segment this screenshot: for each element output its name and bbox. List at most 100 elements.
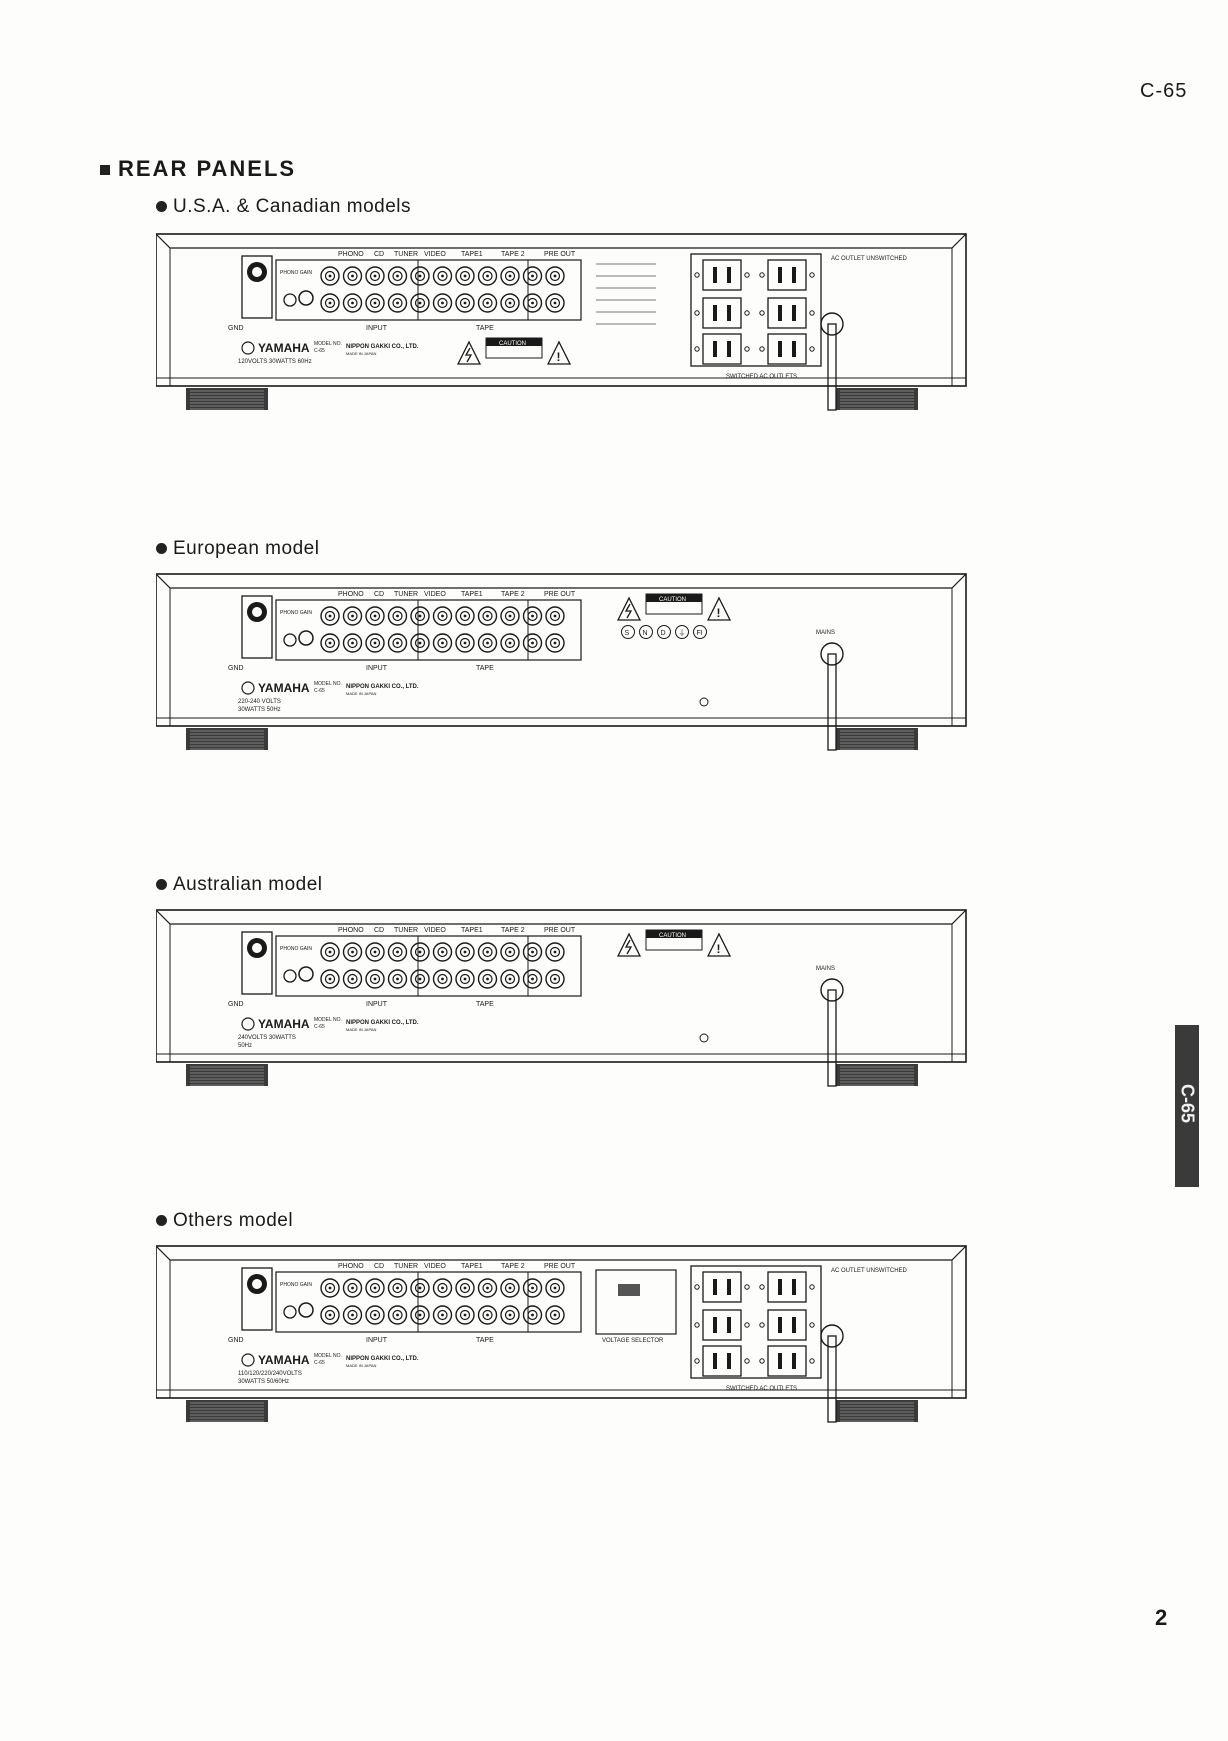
gain-switch-icon [283,969,297,983]
rca-jack-icon [477,633,498,653]
label-cd: CD [374,1263,384,1270]
ac-outlet-icon [759,333,815,365]
rca-jacks [320,266,565,313]
rca-jack-icon [320,293,340,313]
label-tape1: TAPE1 [461,927,483,934]
approval-mark-icon [657,625,671,639]
brand-name: YAMAHA [258,681,310,695]
svg-text:S: S [625,630,630,637]
outlets-frame [690,1265,822,1379]
label-tuner: TUNER [394,591,418,598]
brand-name: YAMAHA [258,1353,310,1367]
warning-triangle-icon: ! [706,596,732,621]
label-cd: CD [374,927,384,934]
model-label: MODEL NO. [314,341,342,347]
voltage-switch-icon [618,1284,640,1296]
approval-mark-icon [675,625,689,639]
chassis-bevel [156,1245,967,1261]
rca-jack-icon [387,633,408,653]
mains-label: MAINS [816,966,835,972]
rca-jack-icon [500,969,520,989]
gnd-label: GND [228,1337,244,1344]
panel-heading-europe: European model [156,538,319,560]
ac-outlet-icon [694,259,750,291]
rca-jack-icon [545,293,565,313]
gnd-label: GND [228,665,244,672]
panel-heading-usa: U.S.A. & Canadian models [156,196,411,218]
rca-jack-icon [410,266,430,286]
yamaha-logo-icon [241,341,255,355]
outlets-frame [690,253,822,367]
rca-jack-icon [387,942,408,962]
rca-jack-icon [522,1278,543,1298]
warning-triangle-icon: ! [706,932,732,957]
power-cord-grommet [820,1324,844,1348]
rca-jack-icon [477,942,498,962]
made-in-label: MADE IN JAPAN [346,691,376,696]
svg-text:FI: FI [697,630,703,637]
foot-right [836,1064,918,1086]
svg-text:!: ! [557,350,561,364]
rca-jack-icon [342,606,363,626]
screw-icon [699,697,709,707]
rca-jack-icon [320,942,340,962]
rca-jack-icon [522,942,543,962]
foot-right [836,728,918,750]
rca-jack-icon [545,266,565,286]
label-tuner: TUNER [394,1263,418,1270]
rca-jack-icon [455,1305,475,1325]
label-video: VIDEO [424,927,446,934]
shock-hazard-icon [456,340,482,365]
jack-block [275,599,582,661]
foot-right [836,388,918,410]
outlet-unswitched-label: AC OUTLET UNSWITCHED [831,1268,908,1274]
model-label: MODEL NO. [314,681,342,687]
screw-icon [699,1033,709,1043]
model-label: MODEL NO. [314,1017,342,1023]
label-video: VIDEO [424,1263,446,1270]
label-input: INPUT [366,665,388,672]
rca-jack-icon [522,293,543,313]
gnd-label: GND [228,1001,244,1008]
shock-hazard-icon [616,932,642,957]
chassis-outline [156,573,967,727]
rca-jack-icon [410,1278,430,1298]
rca-jack-icon [522,633,543,653]
rca-jack-icon [522,606,543,626]
rca-jack-icon [500,266,520,286]
voltage-selector-frame [595,1269,677,1335]
rca-jack-icon [432,1305,453,1325]
rca-jack-icon [365,1305,385,1325]
section-title-text: REAR PANELS [118,156,297,181]
bullet-dot-icon [156,1215,167,1227]
yamaha-logo-icon [241,1353,255,1367]
power-cord [827,989,837,1087]
rca-jack-icon [365,293,385,313]
bullet-dot-icon [156,879,167,891]
power-cord [827,1335,837,1423]
label-tape: TAPE [476,1337,494,1344]
maker-name: NIPPON GAKKI CO., LTD. [346,1020,419,1026]
rca-jack-icon [365,266,385,286]
label-input: INPUT [366,1337,388,1344]
outlets-label: SWITCHED AC OUTLETS [726,1386,797,1392]
brand-name: YAMAHA [258,1017,310,1031]
label-phono-gain: PHONO GAIN [280,1282,312,1288]
power-cord [827,323,837,411]
label-tape2: TAPE 2 [501,251,525,258]
rca-jack-icon [545,1305,565,1325]
label-tape2: TAPE 2 [501,1263,525,1270]
rca-jack-icon [455,266,475,286]
gain-knob-icon [298,1302,314,1318]
rca-jacks [320,942,565,989]
brand-name: YAMAHA [258,341,310,355]
caution-text: CAUTION [499,341,526,347]
label-phono: PHONO [338,927,364,934]
label-phono: PHONO [338,591,364,598]
rca-jack-icon [387,606,408,626]
approval-mark-icon [639,625,653,639]
power-cord-grommet [820,978,844,1002]
label-cd: CD [374,591,384,598]
rca-jack-icon [387,266,408,286]
